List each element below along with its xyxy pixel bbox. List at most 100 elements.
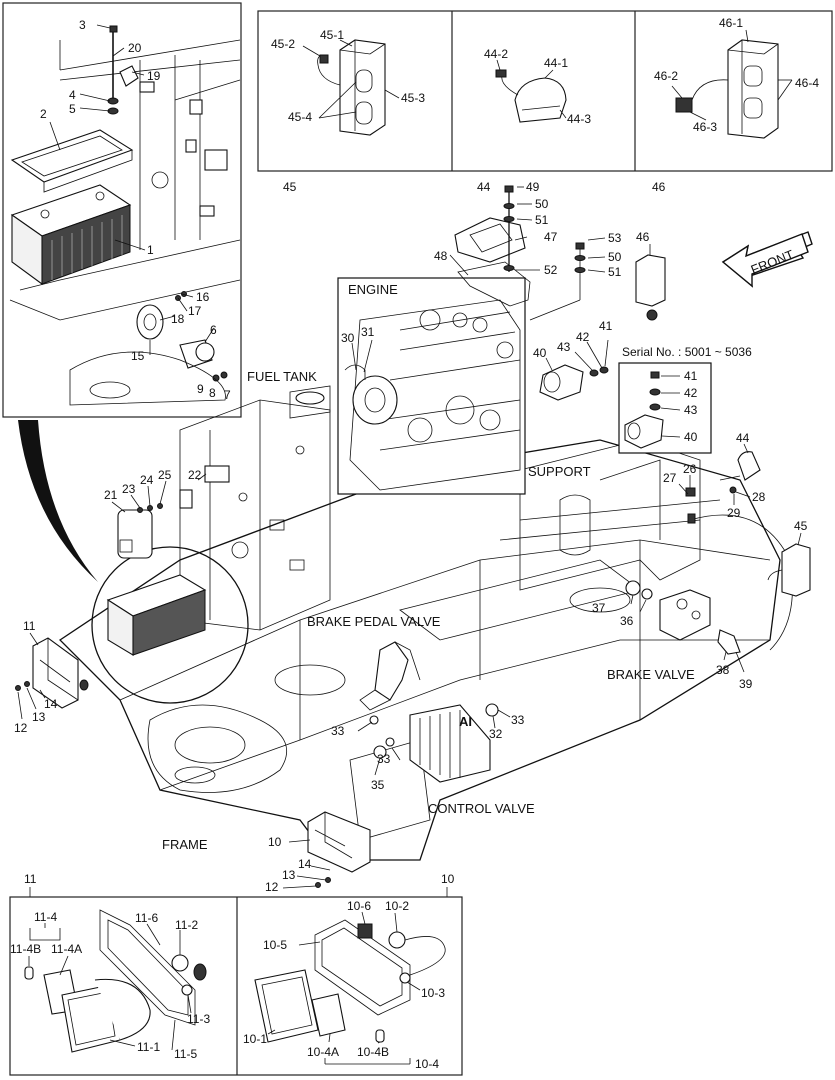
callout-15: 15 (131, 349, 145, 363)
support-label: SUPPORT (528, 464, 591, 479)
callout-10-3: 10-3 (421, 986, 445, 1000)
callout-7: 7 (224, 388, 231, 402)
battery-inset: 3 20 19 4 5 2 1 16 17 18 15 6 9 8 7 (2, 2, 242, 418)
callout-33b: 33 (377, 752, 391, 766)
callout-5: 5 (69, 102, 76, 116)
callout-11-4a: 11-4A (51, 942, 82, 956)
callout-46-mounted: 46 (636, 230, 650, 244)
callout-53: 53 (608, 231, 622, 245)
callout-47: 47 (544, 230, 558, 244)
callout-1: 1 (147, 243, 154, 257)
engine-inset: ENGINE 30 31 (337, 277, 526, 495)
callout-11-4b: 11-4B (10, 942, 41, 956)
callout-45-4: 45-4 (288, 110, 312, 124)
inset-connector (18, 420, 98, 582)
callout-10: 10 (268, 835, 282, 849)
relay-group: 40 43 42 41 (533, 319, 613, 401)
serial-label: Serial No. : 5001 ~ 5036 (622, 345, 752, 359)
callout-18: 18 (171, 312, 185, 326)
callout-19: 19 (147, 69, 161, 83)
callout-50b: 50 (608, 250, 622, 264)
callout-46: 46 (652, 180, 666, 194)
callout-38: 38 (716, 663, 730, 677)
callout-10-4a: 10-4A (307, 1045, 339, 1059)
callout-48: 48 (434, 249, 448, 263)
fuel-tank-label: FUEL TANK (247, 369, 317, 384)
brake-valve-label: BRAKE VALVE (607, 667, 695, 682)
callout-42b: 42 (684, 386, 698, 400)
callout-44-1: 44-1 (544, 56, 568, 70)
callout-3: 3 (79, 18, 86, 32)
callout-26: 26 (683, 462, 697, 476)
callout-8: 8 (209, 386, 216, 400)
callout-11-box: 11 (24, 872, 37, 886)
callout-10-2: 10-2 (385, 899, 409, 913)
callout-10-5: 10-5 (263, 938, 287, 952)
callout-46-3: 46-3 (693, 120, 717, 134)
callout-45: 45 (283, 180, 297, 194)
frame-label: FRAME (162, 837, 208, 852)
callout-40: 40 (533, 346, 547, 360)
callout-44b: 44 (736, 431, 750, 445)
callout-10-1: 10-1 (243, 1032, 267, 1046)
callout-14: 14 (44, 697, 58, 711)
callout-13: 13 (32, 710, 46, 724)
callout-33a: 33 (331, 724, 345, 738)
main-frame (58, 385, 793, 861)
callout-51b: 51 (608, 265, 622, 279)
callout-14b: 14 (298, 857, 312, 871)
callout-45-1: 45-1 (320, 28, 344, 42)
callout-9: 9 (197, 382, 204, 396)
callout-16: 16 (196, 290, 210, 304)
section-labels: FUEL TANK SUPPORT BRAKE PEDAL VALVE BRAK… (162, 369, 695, 852)
callout-2: 2 (40, 107, 47, 121)
callout-45b: 45 (794, 519, 808, 533)
callout-20: 20 (128, 41, 142, 55)
callout-43: 43 (557, 340, 571, 354)
callout-37: 37 (592, 601, 606, 615)
callout-36: 36 (620, 614, 634, 628)
callout-50: 50 (535, 197, 549, 211)
callout-22: 22 (188, 468, 202, 482)
callout-45-2: 45-2 (271, 37, 295, 51)
lamp-detail-box: 45-1 45-2 45-3 45-4 44-2 44-1 44-3 46-1 … (257, 10, 833, 194)
callout-11: 11 (23, 619, 36, 633)
serial-inset: Serial No. : 5001 ~ 5036 41 42 43 40 (618, 345, 752, 454)
callout-44: 44 (477, 180, 491, 194)
callout-46-2: 46-2 (654, 69, 678, 83)
callout-13b: 13 (282, 868, 296, 882)
callout-21: 21 (104, 488, 118, 502)
callout-42: 42 (576, 330, 590, 344)
engine-label: ENGINE (348, 282, 398, 297)
callout-45-3: 45-3 (401, 91, 425, 105)
callout-29: 29 (727, 506, 741, 520)
callout-27: 27 (663, 471, 677, 485)
callout-10-box: 10 (441, 872, 455, 886)
callout-17: 17 (188, 304, 202, 318)
callout-24: 24 (140, 473, 154, 487)
callout-51: 51 (535, 213, 549, 227)
callout-12: 12 (14, 721, 28, 735)
callout-41: 41 (599, 319, 613, 333)
callout-32: 32 (489, 727, 503, 741)
callout-11-6: 11-6 (135, 911, 158, 925)
callout-11-4: 11-4 (34, 910, 57, 924)
callout-44-2: 44-2 (484, 47, 508, 61)
callout-41b: 41 (684, 369, 698, 383)
callout-31: 31 (361, 325, 375, 339)
ai-mark: AI (459, 714, 472, 729)
callout-46-1: 46-1 (719, 16, 743, 30)
callout-30: 30 (341, 331, 355, 345)
front-arrow: FRONT (721, 231, 813, 288)
callout-11-3: 11-3 (187, 1012, 210, 1026)
callout-25: 25 (158, 468, 172, 482)
callout-10-4b: 10-4B (357, 1045, 389, 1059)
callout-6: 6 (210, 323, 217, 337)
callout-40b: 40 (684, 430, 698, 444)
callout-46-4: 46-4 (795, 76, 819, 90)
callout-4: 4 (69, 88, 76, 102)
left-parts: 21 23 24 25 22 11 14 13 12 (14, 468, 207, 735)
callout-44-3: 44-3 (567, 112, 591, 126)
callout-52: 52 (544, 263, 558, 277)
